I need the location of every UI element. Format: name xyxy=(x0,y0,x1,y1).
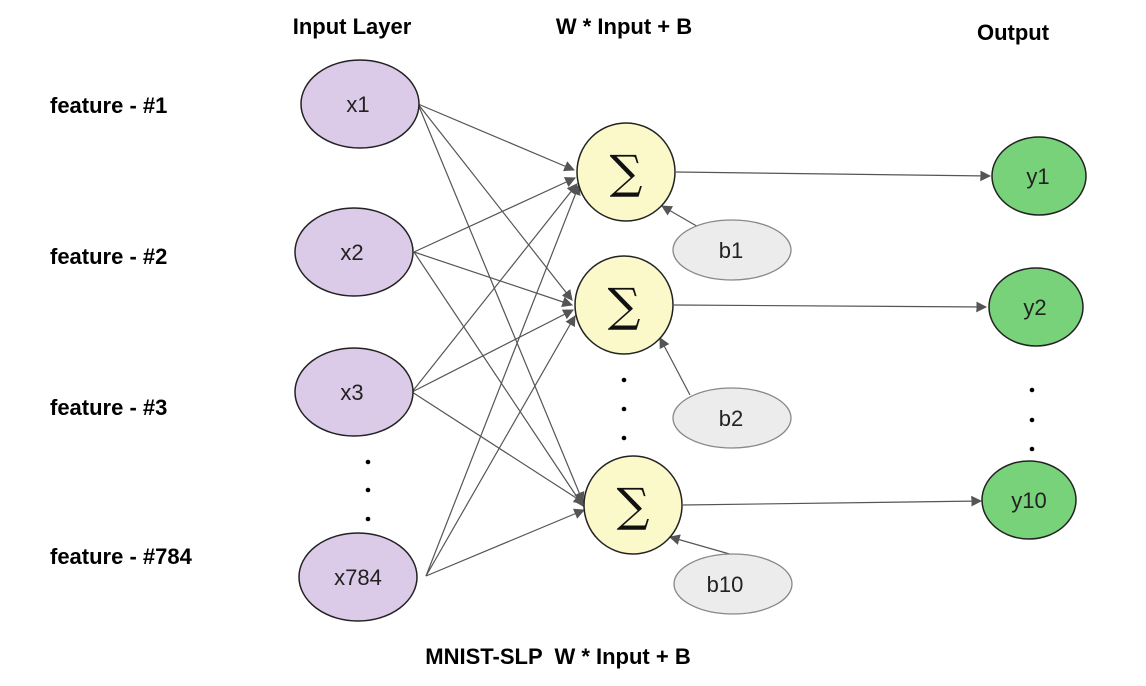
input-node-x3-label: x3 xyxy=(340,380,363,405)
edge-x3-s3 xyxy=(411,391,585,504)
edge-x2-s2 xyxy=(413,251,574,308)
output-dot xyxy=(1029,417,1035,423)
sum-node-2-symbol: ∑ xyxy=(608,278,641,332)
feature-label-3: feature - #3 xyxy=(50,395,167,420)
edge-x1-s1 xyxy=(417,103,575,172)
output-node-y10: y10 xyxy=(981,460,1077,540)
output-ellipsis-dots xyxy=(1029,387,1035,452)
edge-s1-y1 xyxy=(675,170,992,182)
output-node-y2: y2 xyxy=(988,267,1084,347)
sum-ellipsis-dots xyxy=(621,377,627,441)
feature-label-1: feature - #1 xyxy=(50,93,167,118)
edge-x784-s3 xyxy=(425,508,585,577)
header-input-layer: Input Layer xyxy=(293,14,412,39)
input-node-x784-label: x784 xyxy=(334,565,382,590)
bias-node-b2: b2 xyxy=(672,387,792,449)
header-weighted-sum: W * Input + B xyxy=(556,14,692,39)
input-node-x2: x2 xyxy=(294,207,414,297)
input-node-x784: x784 xyxy=(298,532,418,622)
sum-to-output-edges xyxy=(673,170,992,507)
edge-s2-y2 xyxy=(673,301,988,313)
edge-x3-s1 xyxy=(411,183,578,393)
input-node-x2-label: x2 xyxy=(340,240,363,265)
sum-node-3-shape xyxy=(583,455,683,555)
edge-x784-s1 xyxy=(425,183,581,577)
sum-node-1-shape xyxy=(576,122,676,222)
bias-node-b1-label: b1 xyxy=(719,238,743,263)
input-node-x3: x3 xyxy=(294,347,414,437)
edge-b2-s2 xyxy=(659,337,691,396)
output-node-y1-shape xyxy=(991,136,1087,216)
feature-label-784: feature - #784 xyxy=(50,544,193,569)
sum-node-1: ∑ xyxy=(576,122,676,222)
feature-label-2: feature - #2 xyxy=(50,244,167,269)
edge-x1-s3 xyxy=(417,103,585,503)
output-node-y2-shape xyxy=(988,267,1084,347)
input-node-x1-shape xyxy=(300,59,420,149)
input-node-x784-shape xyxy=(298,532,418,622)
bias-node-b10: b10 xyxy=(673,553,793,615)
input-node-x2-shape xyxy=(294,207,414,297)
bias-to-sum-edges xyxy=(659,205,734,556)
input-node-x1: x1 xyxy=(300,59,420,149)
input-dot xyxy=(365,459,371,465)
input-dot xyxy=(365,487,371,493)
sum-node-1-symbol: ∑ xyxy=(610,145,643,199)
sum-node-2-shape xyxy=(574,255,674,355)
output-node-y1-label: y1 xyxy=(1026,164,1049,189)
bias-node-b1-shape xyxy=(672,219,792,281)
bias-node-b2-shape xyxy=(672,387,792,449)
edge-x3-s2 xyxy=(411,309,574,393)
input-ellipsis-dots xyxy=(365,459,371,522)
output-node-y1: y1 xyxy=(991,136,1087,216)
edge-x1-s2 xyxy=(417,103,573,301)
bias-node-b1: b1 xyxy=(672,219,792,281)
output-node-y2-label: y2 xyxy=(1023,295,1046,320)
input-dot xyxy=(365,516,371,522)
sum-dot xyxy=(621,435,627,441)
diagram-caption: MNIST-SLP W * Input + B xyxy=(425,644,690,669)
edge-x2-s1 xyxy=(413,177,576,253)
bias-node-b2-label: b2 xyxy=(719,406,743,431)
edge-x2-s3 xyxy=(413,251,584,507)
edge-b1-s1 xyxy=(661,205,701,229)
edge-x784-s2 xyxy=(425,315,576,577)
sum-node-3: ∑ xyxy=(583,455,683,555)
sum-node-3-symbol: ∑ xyxy=(617,478,650,532)
edge-s3-y10 xyxy=(682,495,983,507)
output-node-y10-label: y10 xyxy=(1011,488,1046,513)
header-output: Output xyxy=(977,20,1050,45)
edge-b10-s3 xyxy=(668,534,734,556)
output-dot xyxy=(1029,387,1035,393)
sum-dot xyxy=(621,377,627,383)
sum-dot xyxy=(621,406,627,412)
input-to-sum-edges xyxy=(411,103,585,577)
sum-node-2: ∑ xyxy=(574,255,674,355)
output-dot xyxy=(1029,446,1035,452)
input-node-x3-shape xyxy=(294,347,414,437)
bias-node-b10-shape xyxy=(673,553,793,615)
input-node-x1-label: x1 xyxy=(346,92,369,117)
bias-node-b10-label: b10 xyxy=(707,572,744,597)
output-node-y10-shape xyxy=(981,460,1077,540)
